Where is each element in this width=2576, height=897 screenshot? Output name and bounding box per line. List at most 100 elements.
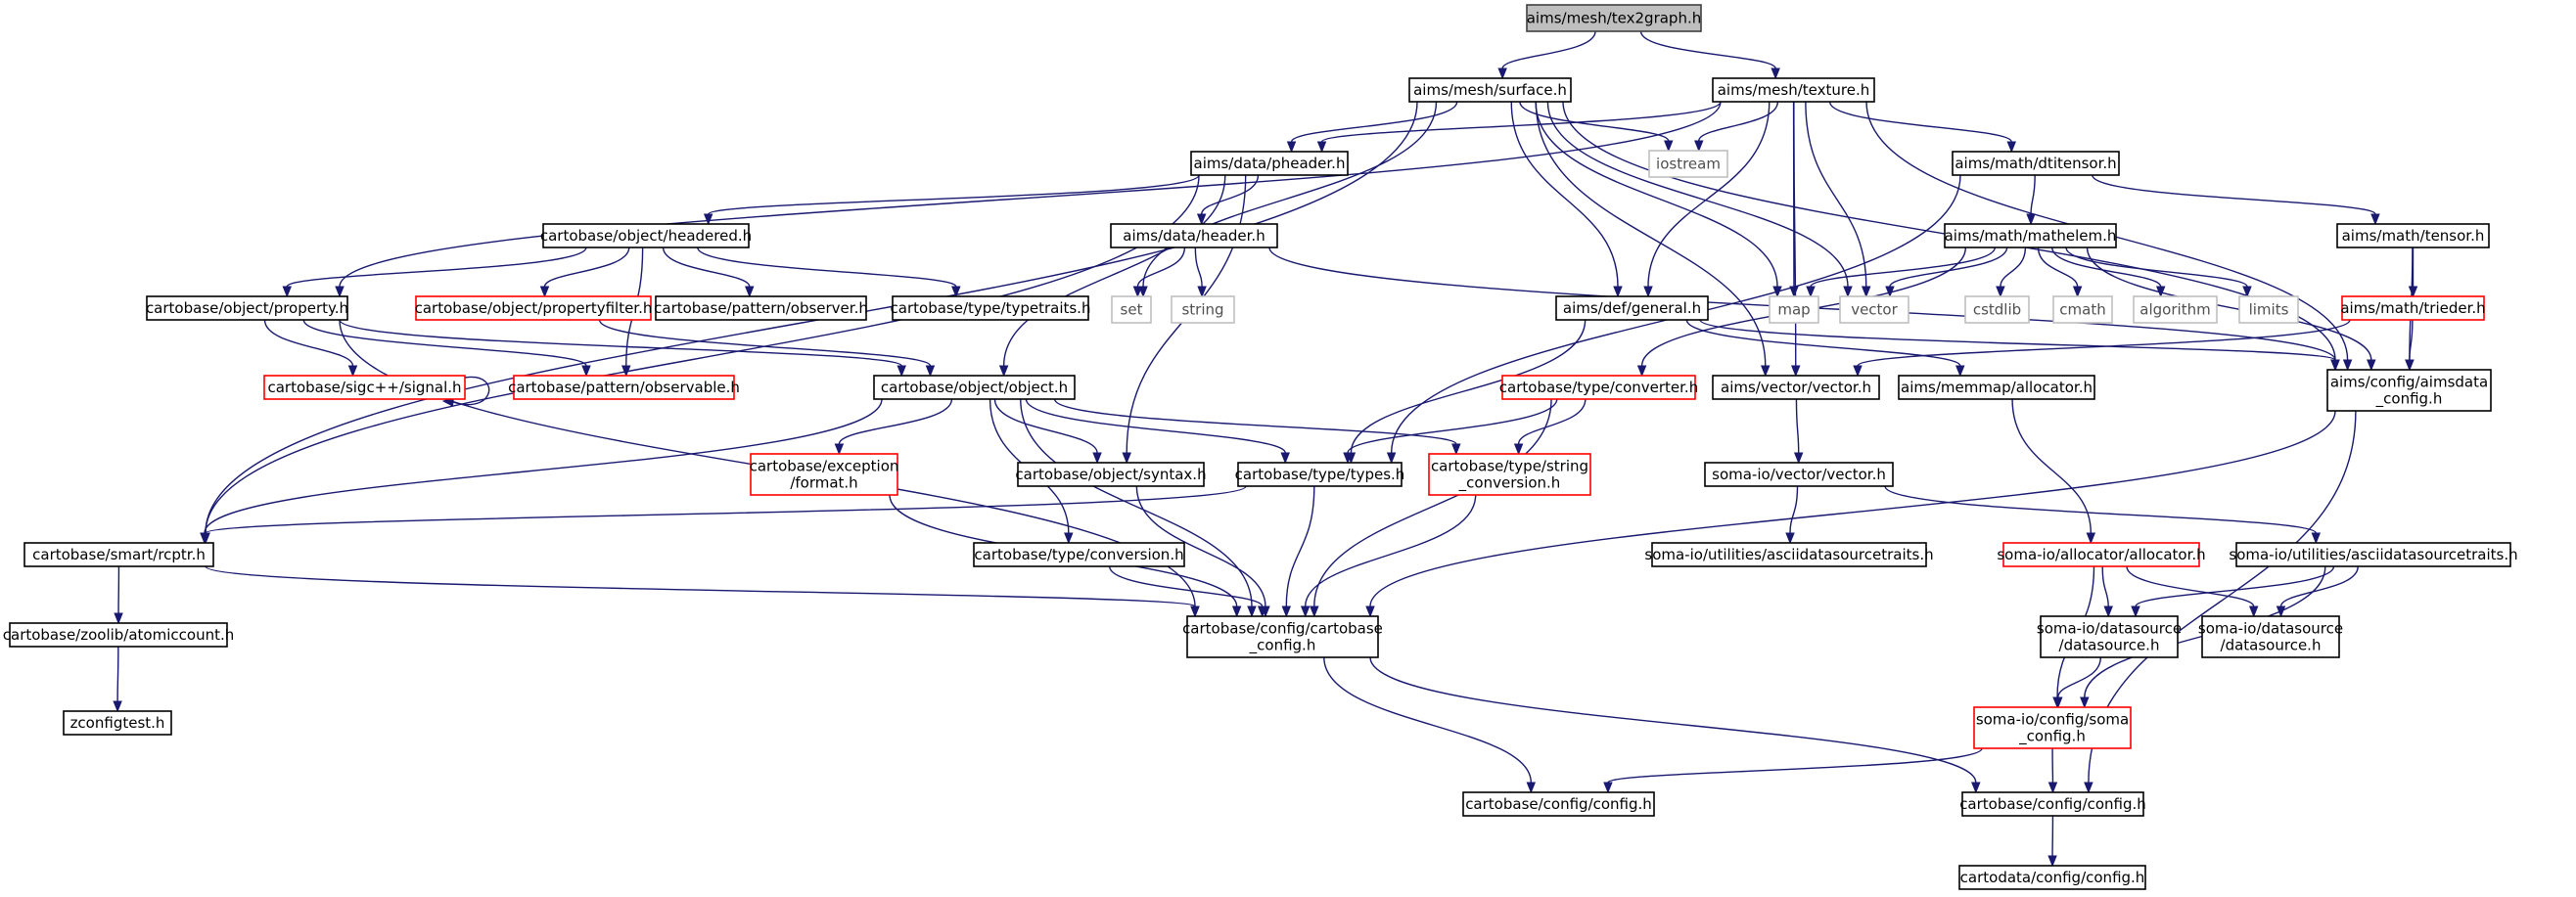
node-label: cartobase/smart/rcptr.h [32, 546, 206, 563]
node-surface[interactable]: aims/mesh/surface.h [1408, 77, 1572, 103]
node-signal[interactable]: cartobase/sigc++/signal.h [263, 375, 466, 400]
node-mathelem[interactable]: aims/math/mathelem.h [1944, 223, 2117, 248]
node-strconv[interactable]: cartobase/type/string_conversion.h [1428, 453, 1591, 496]
node-label: cartobase/object/property.h [146, 299, 348, 317]
node-label: cartobase/type/types.h [1235, 466, 1405, 483]
edge-config2-to-cartodata [2047, 815, 2057, 868]
node-box [1526, 4, 1702, 32]
edge-aimsdataconfig-to-cbconfig [1365, 410, 2336, 618]
node-zconfigtest[interactable]: zconfigtest.h [63, 710, 172, 736]
node-propertyfilter[interactable]: cartobase/object/propertyfilter.h [415, 295, 653, 321]
node-box [2040, 615, 2179, 658]
node-headered[interactable]: cartobase/object/headered.h [540, 223, 752, 248]
edge-surface-to-aimsvector [1535, 101, 1771, 378]
node-box [2133, 295, 2218, 324]
node-property[interactable]: cartobase/object/property.h [146, 295, 348, 321]
node-label: aims/vector/vector.h [1721, 379, 1871, 396]
node-box [23, 542, 214, 567]
node-object[interactable]: cartobase/object/object.h [873, 375, 1076, 400]
node-dataheader[interactable]: aims/data/header.h [1110, 223, 1278, 248]
node-conversion[interactable]: cartobase/type/conversion.h [973, 542, 1185, 567]
node-ds1[interactable]: soma-io/datasource/datasource.h [2037, 615, 2182, 658]
node-label: set [1121, 301, 1143, 319]
node-tex2graph[interactable]: aims/mesh/tex2graph.h [1526, 4, 1702, 32]
node-types[interactable]: cartobase/type/types.h [1235, 462, 1405, 487]
node-box [513, 375, 735, 400]
node-observer[interactable]: cartobase/pattern/observer.h [654, 295, 868, 321]
node-config1[interactable]: cartobase/config/config.h [1462, 791, 1655, 817]
node-label: cartobase/object/headered.h [540, 227, 752, 245]
edge-propertyfilter-to-object [598, 319, 936, 378]
node-cbconfig[interactable]: cartobase/config/cartobase_config.h [1182, 615, 1383, 658]
edge-tex2graph-to-texture [1639, 30, 1780, 80]
node-label: cartobase/object/syntax.h [1015, 466, 1206, 483]
node-box [1190, 151, 1349, 176]
node-label: /format.h [790, 474, 857, 492]
node-box [1964, 295, 2030, 324]
node-atomic[interactable]: cartobase/zoolib/atomiccount.h [3, 622, 234, 648]
node-config2[interactable]: cartobase/config/config.h [1959, 791, 2146, 817]
node-algorithm[interactable]: algorithm [2133, 295, 2218, 324]
node-dtitensor[interactable]: aims/math/dtitensor.h [1952, 151, 2120, 176]
node-label: aims/math/dtitensor.h [1955, 155, 2116, 172]
node-set[interactable]: set [1111, 295, 1152, 324]
node-aimsdataconfig[interactable]: aims/config/aimsdata_config.h [2326, 369, 2492, 412]
node-box [2341, 295, 2485, 321]
node-label: soma-io/config/soma [1976, 711, 2129, 729]
edge-pheader-to-headered [703, 174, 1200, 226]
node-trieder[interactable]: aims/math/trieder.h [2340, 295, 2486, 321]
node-adst2[interactable]: soma-io/utilities/asciidatasourcetraits.… [2229, 542, 2518, 567]
node-adst1[interactable]: soma-io/utilities/asciidatasourcetraits.… [1644, 542, 1934, 567]
node-cstdlib[interactable]: cstdlib [1964, 295, 2030, 324]
node-vector[interactable]: vector [1839, 295, 1909, 324]
node-label: cartobase/zoolib/atomiccount.h [3, 626, 234, 644]
node-somaalloc[interactable]: soma-io/allocator/allocator.h [1997, 542, 2206, 567]
node-format[interactable]: cartobase/exception/format.h [750, 453, 899, 496]
node-box [1017, 462, 1205, 487]
node-label: cmath [2059, 301, 2105, 319]
node-box [1958, 865, 2146, 890]
node-somaconfig[interactable]: soma-io/config/soma_config.h [1973, 706, 2132, 749]
node-box [1237, 462, 1403, 487]
node-string[interactable]: string [1171, 295, 1235, 324]
edge-atomic-to-zconfigtest [113, 646, 122, 713]
node-map[interactable]: map [1769, 295, 1819, 324]
edge-texture-to-general [1643, 101, 1771, 298]
node-box [2238, 295, 2299, 324]
node-allocator[interactable]: aims/memmap/allocator.h [1898, 375, 2095, 400]
node-box [1839, 295, 1909, 324]
node-cmath[interactable]: cmath [2052, 295, 2113, 324]
node-texture[interactable]: aims/mesh/texture.h [1712, 77, 1875, 103]
node-limits[interactable]: limits [2238, 295, 2299, 324]
node-syntax[interactable]: cartobase/object/syntax.h [1015, 462, 1207, 487]
node-converter[interactable]: cartobase/type/converter.h [1499, 375, 1698, 400]
node-label: aims/mesh/tex2graph.h [1527, 10, 1702, 27]
node-aimsvector[interactable]: aims/vector/vector.h [1712, 375, 1880, 400]
node-pheader[interactable]: aims/data/pheader.h [1190, 151, 1349, 176]
node-cartodata[interactable]: cartodata/config/config.h [1958, 865, 2146, 890]
node-rcptr[interactable]: cartobase/smart/rcptr.h [23, 542, 214, 567]
node-label: cartobase/type/typetraits.h [891, 299, 1091, 317]
edge-pheader-to-object [998, 174, 1226, 378]
node-tensor[interactable]: aims/math/tensor.h [2336, 223, 2490, 248]
node-box [2201, 615, 2340, 658]
node-layer: aims/mesh/tex2graph.h aims/mesh/surface.h… [3, 4, 2518, 890]
node-somavector[interactable]: soma-io/vector/vector.h [1704, 462, 1894, 487]
edge-adst2-to-ds1 [2131, 565, 2335, 618]
node-iostream[interactable]: iostream [1648, 150, 1728, 178]
edge-dtitensor-to-mathelem [2026, 174, 2036, 226]
node-ds2[interactable]: soma-io/datasource/datasource.h [2198, 615, 2343, 658]
node-box [415, 295, 652, 321]
edge-types-to-cbconfig [1281, 485, 1315, 618]
edge-mathelem-to-aimsdataconfig [2086, 247, 2376, 372]
edge-strconv-to-cbconfig [1300, 494, 1477, 618]
edge-general-to-allocator [1685, 319, 1965, 378]
node-typetraits[interactable]: cartobase/type/typetraits.h [891, 295, 1091, 321]
node-box [2002, 542, 2200, 567]
node-box [1428, 453, 1591, 496]
node-observable[interactable]: cartobase/pattern/observable.h [508, 375, 740, 400]
node-general[interactable]: aims/def/general.h [1555, 295, 1709, 321]
edge-rcptr-to-cbconfig [205, 565, 1200, 618]
node-box [1555, 295, 1709, 321]
edge-converter-to-strconv [1513, 398, 1587, 456]
